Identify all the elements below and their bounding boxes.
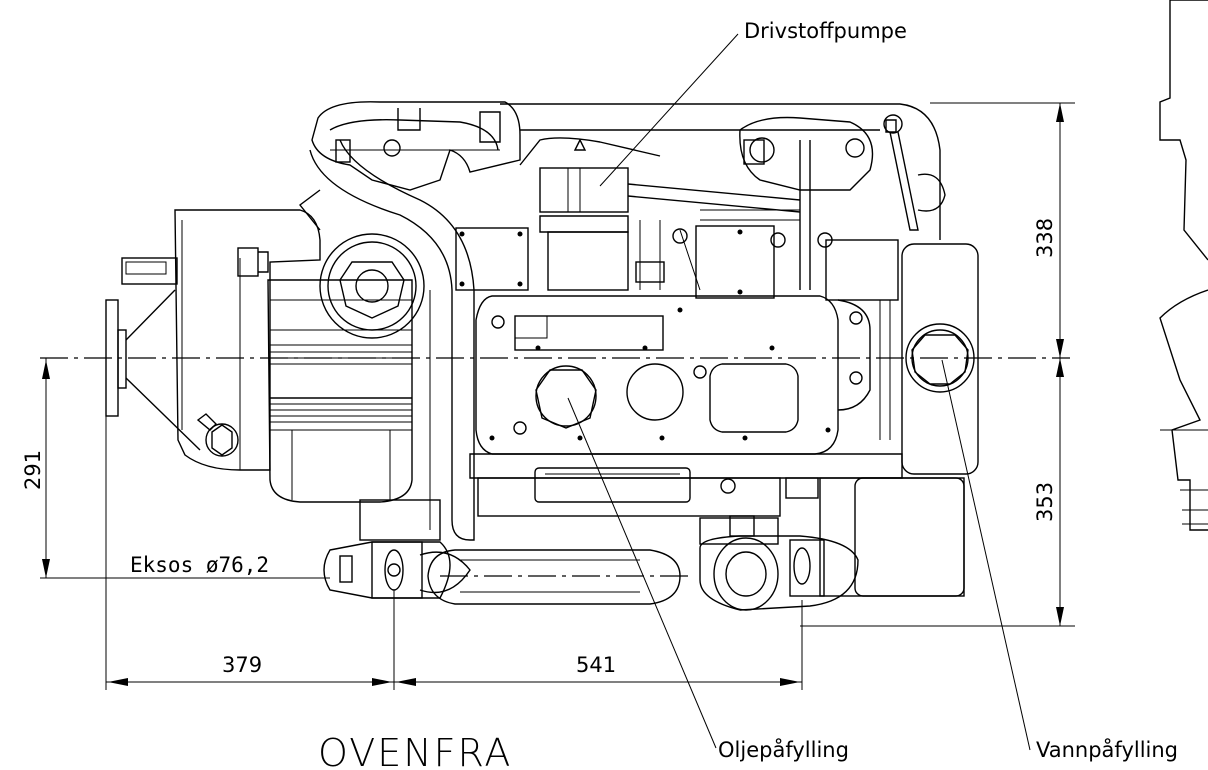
dim-338: 338 (1033, 218, 1057, 258)
valve-cover (475, 295, 891, 455)
exhaust-flange (105, 289, 201, 451)
water-fill-leader (941, 359, 1031, 751)
bell-housing (121, 209, 321, 471)
dim-horizontal-bottom (105, 416, 803, 690)
dim-379: 379 (222, 653, 262, 677)
air-filter (267, 279, 413, 503)
side-view-fragment (1159, 0, 1208, 531)
dim-vertical-left (40, 358, 330, 579)
dim-541: 541 (576, 653, 616, 677)
round-filter-cap (319, 233, 425, 339)
top-cross-pipe (500, 103, 941, 240)
fuel-pump-label: Drivstoffpumpe (744, 19, 907, 43)
oil-fill-leader (567, 397, 717, 749)
oil-fill-label: Oljepåfylling (718, 737, 849, 762)
dim-291: 291 (21, 450, 45, 490)
coolant-pipe-right (883, 114, 946, 231)
fuel-pump-leader (599, 33, 739, 187)
fuel-pump (539, 138, 801, 233)
oil-sump (359, 453, 965, 597)
heat-exchanger (699, 515, 859, 611)
view-title: OVENFRA (318, 731, 512, 770)
water-fill-label: Vannpåfylling (1036, 737, 1178, 762)
exhaust-label: Eksos ø76,2 (130, 553, 269, 577)
dim-vertical-right (800, 102, 1075, 627)
injector-area (455, 116, 899, 301)
dim-353: 353 (1033, 482, 1057, 522)
exhaust-manifold (311, 101, 521, 191)
water-reservoir (901, 243, 979, 475)
intake-pipe (299, 139, 475, 541)
muffler (427, 549, 681, 605)
